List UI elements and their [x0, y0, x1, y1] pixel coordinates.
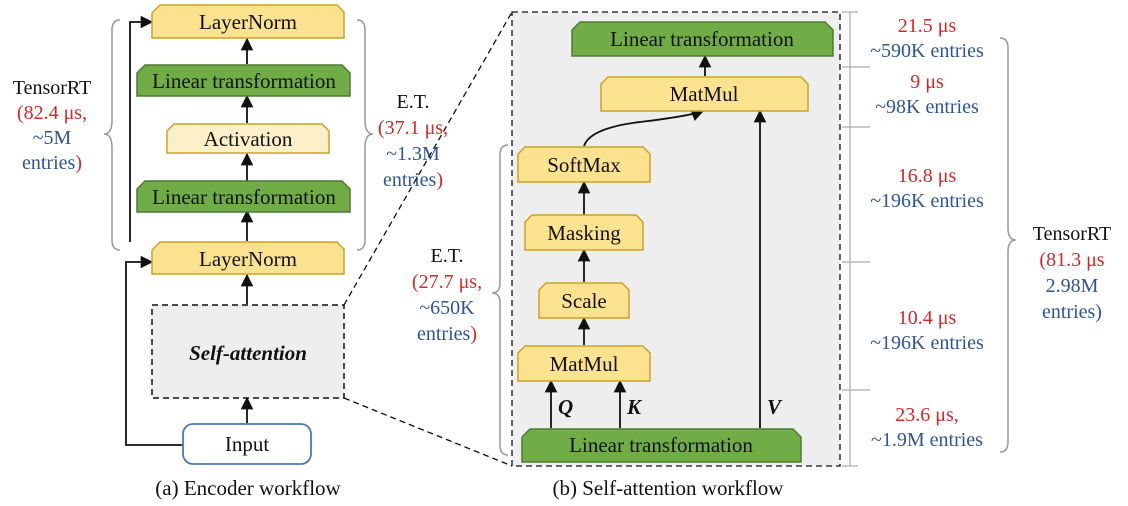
attn-matmul-bottom-box: [517, 345, 651, 382]
stage-2-entries: ~196K entries: [870, 190, 984, 212]
attention-tensorrt-time: (81.3 μs: [1039, 249, 1104, 271]
stage-3-time: 10.4 μs: [898, 307, 957, 329]
attn-linear-bottom-box: [521, 428, 802, 463]
self-attention-label: Self-attention: [189, 341, 307, 365]
attention-caption: (b) Self-attention workflow: [553, 476, 785, 500]
stage-label-3: 10.4 μs ~196K entries: [870, 307, 984, 354]
attn-linear-top-box: [571, 21, 834, 57]
softmax-label: SoftMax: [547, 153, 621, 177]
attention-et-title: E.T.: [431, 245, 464, 267]
encoder-workflow: LayerNorm Linear transformation Activati…: [13, 4, 448, 500]
stage-3-entries: ~196K entries: [870, 332, 984, 354]
zoom-line-top: [343, 11, 513, 306]
attn-linear-bottom-label: Linear transformation: [569, 433, 753, 457]
linear-mid-label: Linear transformation: [152, 185, 336, 209]
stage-1-entries: ~98K entries: [875, 96, 979, 118]
masking-label: Masking: [547, 221, 621, 245]
tensorrt-brace-left: [103, 19, 121, 251]
stage-1-time: 9 μs: [910, 71, 944, 93]
layernorm-top-box: [151, 4, 345, 39]
masking-box: [524, 214, 644, 251]
scale-label: Scale: [561, 289, 606, 313]
v-label: V: [767, 395, 783, 419]
encoder-tensorrt-title: TensorRT: [13, 77, 92, 99]
attention-tensorrt-entries: 2.98M: [1046, 275, 1099, 297]
encoder-tensorrt-time: (82.4 μs,: [17, 102, 87, 124]
encoder-caption: (a) Encoder workflow: [155, 476, 341, 500]
attention-et-brace: [491, 144, 509, 456]
encoder-et-entries: ~1.3M: [386, 143, 440, 165]
linear-mid-box: [136, 180, 351, 213]
layernorm-top-label: LayerNorm: [199, 10, 297, 34]
stage-4-time: 23.6 μs,: [895, 404, 959, 426]
et-brace-right: [356, 19, 374, 251]
attention-workflow: Linear transformation MatMul SoftMax Mas…: [412, 11, 1112, 500]
stage-0-time: 21.5 μs: [898, 15, 957, 37]
layernorm-bottom-label: LayerNorm: [199, 247, 297, 271]
encoder-tensorrt-entries-line: entries): [22, 152, 82, 174]
activation-box: [166, 123, 330, 154]
linear-top-box: [136, 64, 351, 97]
attention-et-close: ): [470, 323, 477, 345]
attention-et-entries-word: entries: [417, 323, 471, 345]
attn-matmul-top-label: MatMul: [670, 82, 739, 106]
activation-label: Activation: [204, 127, 293, 151]
stage-label-4: 23.6 μs, ~1.9M entries: [871, 404, 983, 451]
encoder-et-close: ): [436, 169, 443, 191]
attention-et-entries-line: entries): [417, 323, 477, 345]
attn-linear-top-label: Linear transformation: [610, 27, 794, 51]
encoder-et-time: (37.1 μs,: [378, 117, 448, 139]
attention-tensorrt-brace: [999, 37, 1017, 453]
residual-arrow-top: [129, 15, 154, 242]
attention-tensorrt-label: TensorRT (81.3 μs 2.98M entries): [1033, 223, 1112, 323]
k-label: K: [626, 395, 643, 419]
input-box: [182, 423, 312, 465]
attn-matmul-bottom-label: MatMul: [550, 352, 619, 376]
scale-box: [538, 282, 630, 319]
encoder-tensorrt-label: TensorRT (82.4 μs, ~5M entries): [13, 77, 92, 174]
attention-et-label: E.T. (27.7 μs, ~650K entries): [412, 245, 482, 345]
softmax-box: [517, 146, 651, 183]
encoder-et-entries-line: entries): [383, 169, 443, 191]
stage-2-time: 16.8 μs: [898, 165, 957, 187]
attention-tensorrt-entries-word: entries): [1042, 301, 1102, 323]
stage-0-entries: ~590K entries: [870, 40, 984, 62]
encoder-et-title: E.T.: [397, 91, 430, 113]
q-label: Q: [558, 395, 573, 419]
stage-label-0: 21.5 μs ~590K entries: [870, 15, 984, 62]
layernorm-bottom-box: [151, 241, 345, 275]
input-label: Input: [225, 432, 269, 456]
self-attention-box: [151, 304, 345, 399]
attention-et-entries: ~650K: [419, 297, 475, 319]
arrow-softmax-to-matmul: [583, 109, 705, 147]
stage-label-1: 9 μs ~98K entries: [875, 71, 979, 118]
encoder-tensorrt-entries: ~5M: [33, 127, 72, 149]
zoom-line-bottom: [343, 397, 513, 467]
stage-4-entries: ~1.9M entries: [871, 429, 983, 451]
attn-matmul-top-box: [600, 76, 809, 112]
encoder-et-label: E.T. (37.1 μs, ~1.3M entries): [378, 91, 448, 191]
encoder-tensorrt-entries-word: entries: [22, 152, 76, 174]
attention-et-time: (27.7 μs,: [412, 271, 482, 293]
linear-top-label: Linear transformation: [152, 69, 336, 93]
attention-tensorrt-title: TensorRT: [1033, 223, 1112, 245]
residual-arrow-bottom: [125, 255, 183, 446]
encoder-et-entries-word: entries: [383, 169, 437, 191]
stage-label-2: 16.8 μs ~196K entries: [870, 165, 984, 212]
stage-ruler: [842, 11, 870, 467]
encoder-tensorrt-close: ): [75, 152, 82, 174]
